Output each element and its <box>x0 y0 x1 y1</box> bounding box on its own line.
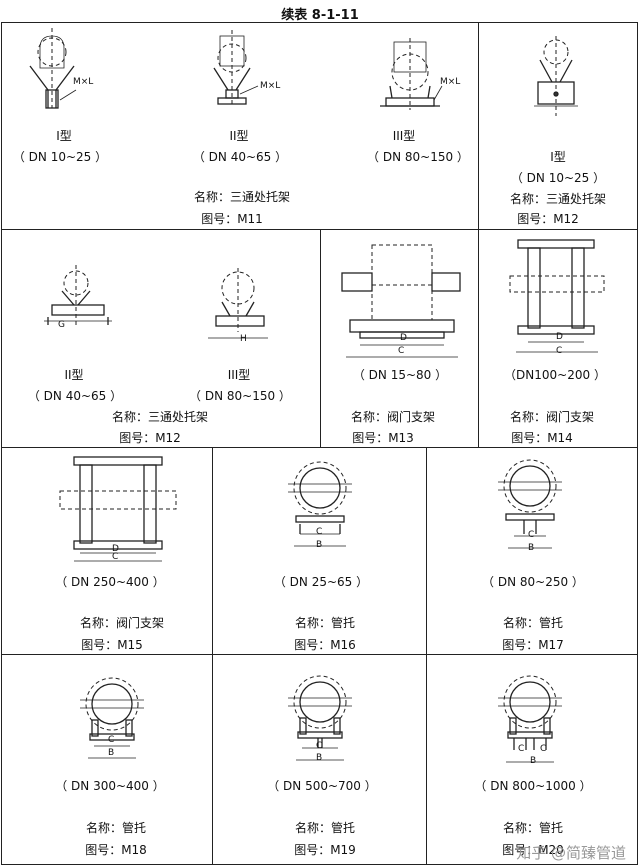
m15-name: 名称：阀门支架 <box>79 616 164 630</box>
m12-type3-drawing <box>208 268 268 339</box>
m17-name: 名称：管托 <box>502 616 563 630</box>
m12-type1-label: I型 <box>550 150 566 164</box>
m20-name: 名称：管托 <box>502 821 563 835</box>
m11-type3-drawing <box>380 38 443 110</box>
m12-dim-h: H <box>240 334 247 344</box>
m12-type2-dn: （ DN 40~65 ） <box>27 389 123 403</box>
m11-code: 图号：M11 <box>201 212 263 226</box>
m11-type3-dn: （ DN 80~150 ） <box>367 150 469 164</box>
m11-dim-mxl-2: M×L <box>260 81 281 91</box>
m14-name: 名称：阀门支架 <box>509 410 594 424</box>
m12-code-top: 图号：M12 <box>517 212 579 226</box>
m17-code: 图号：M17 <box>502 638 564 652</box>
m12-type2-drawing <box>44 265 112 325</box>
m12-type3-label: III型 <box>227 368 251 382</box>
m16-drawing <box>288 461 352 547</box>
m16-dim-c: C <box>316 527 323 537</box>
m15-drawing <box>59 456 177 562</box>
m14-drawing <box>509 239 605 353</box>
m13-code: 图号：M13 <box>352 431 414 445</box>
m15-dim-c: C <box>112 552 119 562</box>
m17-dim-c: C <box>528 530 535 540</box>
m19-code: 图号：M19 <box>294 843 356 857</box>
m11-name: 名称：三通处托架 <box>193 190 290 204</box>
m12-name-top: 名称：三通处托架 <box>509 192 606 206</box>
m11-type1-drawing <box>29 28 77 109</box>
m14-dn: （DN100~200 ） <box>504 368 606 382</box>
m13-drawing <box>341 244 461 358</box>
m11-type3-label: III型 <box>392 129 416 143</box>
m15-dn: （ DN 250~400 ） <box>55 575 165 589</box>
m16-code: 图号：M16 <box>294 638 356 652</box>
m11-type2-drawing <box>213 30 259 105</box>
m17-drawing <box>498 459 562 549</box>
m15-dim-d: D <box>112 544 119 554</box>
m12-dim-g: G <box>58 320 65 330</box>
m20-dn: （ DN 800~1000 ） <box>474 779 592 793</box>
m12-type3-dn: （ DN 80~150 ） <box>189 389 291 403</box>
m12-type2-label: II型 <box>64 368 84 382</box>
m12-type1-dn: （ DN 10~25 ） <box>510 171 606 185</box>
m19-drawing <box>288 675 352 761</box>
m11-type1-dn: （ DN 10~25 ） <box>12 150 108 164</box>
m17-dn: （ DN 80~250 ） <box>482 575 584 589</box>
m11-type2-dn: （ DN 40~65 ） <box>192 150 288 164</box>
m11-dim-mxl-1: M×L <box>73 77 94 87</box>
m13-dn: （ DN 15~80 ） <box>352 368 448 382</box>
watermark: 知乎 @简臻管道 <box>516 844 626 862</box>
m11-type1-label: I型 <box>56 129 72 143</box>
m16-dn: （ DN 25~65 ） <box>273 575 369 589</box>
m17-dim-b: B <box>528 543 535 553</box>
m20-dim-c-left: C <box>518 744 525 754</box>
m20-drawing <box>498 675 562 763</box>
m19-dim-b: B <box>316 753 323 763</box>
m19-dn: （ DN 500~700 ） <box>267 779 377 793</box>
m12-code: 图号：M12 <box>119 431 181 445</box>
m14-dim-c: C <box>556 346 563 356</box>
m16-name: 名称：管托 <box>294 616 355 630</box>
m13-name: 名称：阀门支架 <box>350 410 435 424</box>
m14-dim-d: D <box>556 332 563 342</box>
m18-code: 图号：M18 <box>85 843 147 857</box>
m15-code: 图号：M15 <box>81 638 143 652</box>
m20-dim-b: B <box>530 756 537 766</box>
m18-dim-b: B <box>108 748 115 758</box>
m20-dim-c-right: C <box>540 744 547 754</box>
m13-dim-d: D <box>400 333 407 343</box>
m13-dim-c: C <box>398 346 405 356</box>
m18-dim-c: C <box>108 735 115 745</box>
m16-dim-b: B <box>316 540 323 550</box>
table-title: 续表 8-1-11 <box>281 8 359 23</box>
m18-name: 名称：管托 <box>85 821 146 835</box>
m14-code: 图号：M14 <box>511 431 573 445</box>
m12-name: 名称：三通处托架 <box>111 410 208 424</box>
m11-type2-label: II型 <box>229 129 249 143</box>
m19-name: 名称：管托 <box>294 821 355 835</box>
m20-code: 图号：M20 <box>502 843 564 857</box>
m11-dim-mxl-3: M×L <box>440 77 461 87</box>
m19-dim-c: C <box>316 741 323 751</box>
m18-dn: （ DN 300~400 ） <box>55 779 165 793</box>
m18-drawing <box>80 677 144 759</box>
m12-type1-drawing <box>534 36 578 116</box>
